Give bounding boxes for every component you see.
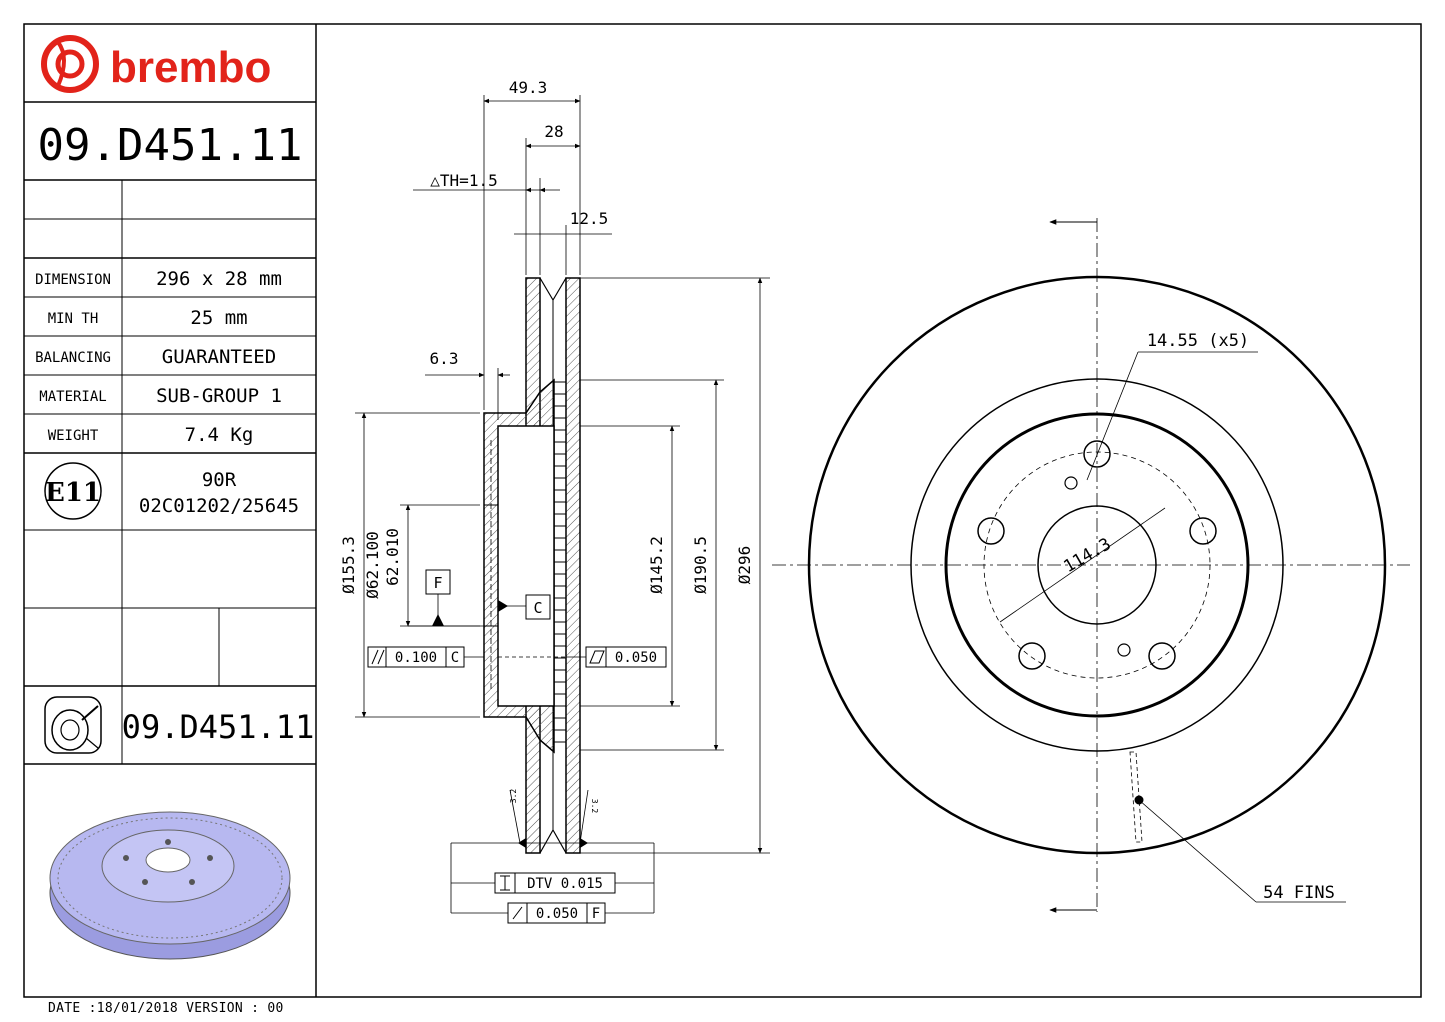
pcd-label: 114.3 bbox=[1060, 534, 1114, 577]
part-number: 09.D451.11 bbox=[38, 120, 303, 171]
approval-mark: E11 bbox=[45, 478, 101, 508]
center-bore bbox=[1037, 505, 1157, 625]
tolerance-frames bbox=[367, 569, 667, 924]
dim-disc-thickness: 28 bbox=[544, 122, 563, 141]
dim-d155: Ø155.3 bbox=[339, 536, 358, 594]
datum-f-marker-icon bbox=[432, 614, 444, 626]
thickness-variation-icon bbox=[500, 875, 510, 891]
dim-d62-100: Ø62.100 bbox=[363, 531, 382, 598]
outer-rim bbox=[807, 275, 1387, 855]
brand-name: brembo bbox=[110, 43, 271, 92]
fins-label: 54 FINS bbox=[1263, 883, 1335, 903]
spec-label-material: MATERIAL bbox=[39, 389, 106, 405]
spec-value-min-th: 25 mm bbox=[190, 307, 247, 329]
dim-d62-010: 62.010 bbox=[383, 528, 402, 586]
approval-code: 02C01202/25645 bbox=[139, 495, 299, 517]
parallelism-tolerance: 0.100 bbox=[395, 650, 437, 666]
parallelism-icon bbox=[371, 649, 385, 665]
disc-render bbox=[49, 811, 291, 960]
flatness-icon bbox=[589, 650, 605, 664]
approval-circle-icon bbox=[44, 462, 102, 520]
bolt-hole-label: 14.55 (x5) bbox=[1147, 331, 1249, 351]
bolt-holes bbox=[977, 440, 1217, 670]
approval-regulation: 90R bbox=[202, 469, 237, 491]
spec-label-weight: WEIGHT bbox=[48, 428, 99, 444]
drawing-frame bbox=[23, 23, 1422, 998]
datum-c-marker-icon bbox=[498, 600, 508, 612]
dim-small-right: 3.2 bbox=[590, 799, 599, 814]
dim-small-left: 3.2 bbox=[509, 789, 518, 804]
flatness-tolerance: 0.050 bbox=[615, 650, 657, 666]
dim-face-width: 12.5 bbox=[570, 209, 609, 228]
dim-hat-offset: 6.3 bbox=[430, 349, 459, 368]
runout-icon bbox=[512, 906, 523, 920]
dim-overall-width: 49.3 bbox=[509, 78, 548, 97]
spec-label-balancing: BALANCING bbox=[35, 350, 111, 366]
bottom-part-number: 09.D451.11 bbox=[122, 708, 315, 746]
spec-table: DIMENSION 296 x 28 mm MIN TH 25 mm BALAN… bbox=[35, 268, 282, 446]
section-dimensions bbox=[355, 95, 770, 914]
brembo-logo: brembo bbox=[41, 35, 271, 93]
disc-type-icon bbox=[44, 696, 102, 754]
spec-value-dimension: 296 x 28 mm bbox=[156, 268, 282, 290]
dtv-tolerance: DTV 0.015 bbox=[527, 876, 603, 892]
section-view bbox=[483, 277, 581, 854]
spec-value-weight: 7.4 Kg bbox=[185, 424, 254, 446]
runout-datum: F bbox=[592, 906, 600, 922]
datum-c-label: C bbox=[533, 599, 542, 617]
spec-value-material: SUB-GROUP 1 bbox=[156, 385, 282, 407]
parallelism-datum: C bbox=[451, 650, 459, 666]
dim-d145: Ø145.2 bbox=[647, 536, 666, 594]
datum-f-label: F bbox=[433, 574, 442, 592]
spec-value-balancing: GUARANTEED bbox=[162, 346, 276, 368]
approval-block: E11 90R 02C01202/25645 bbox=[44, 462, 299, 520]
dim-d296: Ø296 bbox=[735, 546, 754, 585]
drawing-footer: DATE :18/01/2018 VERSION : 00 bbox=[48, 1001, 284, 1016]
title-block bbox=[24, 24, 317, 997]
spec-label-dimension: DIMENSION bbox=[35, 272, 111, 288]
dim-delta-th: △TH=1.5 bbox=[430, 171, 497, 190]
spec-label-min-th: MIN TH bbox=[48, 311, 99, 327]
runout-tolerance: 0.050 bbox=[536, 906, 578, 922]
brembo-mark-icon bbox=[41, 35, 99, 93]
front-view bbox=[772, 218, 1410, 913]
dim-d190: Ø190.5 bbox=[691, 536, 710, 594]
